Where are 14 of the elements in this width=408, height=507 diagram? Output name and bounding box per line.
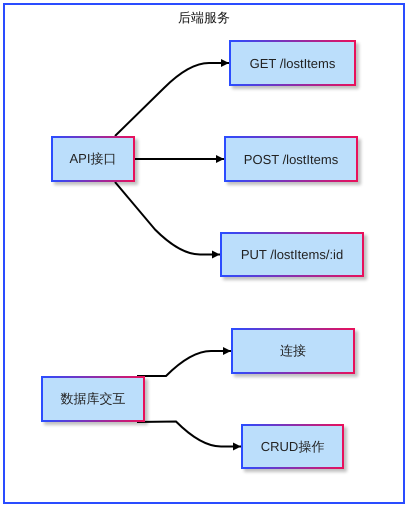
arrow [136,420,241,450]
process-box: CRUD操作 [241,424,344,469]
container-frame [3,3,405,504]
process-box: PUT /lostItems/:id [220,232,364,277]
process-box: 数据库交互 [41,376,145,422]
arrow [114,59,229,137]
process-box: POST /lostItems [224,136,358,182]
arrow [137,347,231,377]
process-box: API接口 [51,136,135,182]
process-box: 连接 [231,328,355,374]
process-box: GET /lostItems [229,40,356,86]
arrow [135,155,224,163]
arrow [114,181,220,258]
container-title: 后端服务 [177,9,231,27]
